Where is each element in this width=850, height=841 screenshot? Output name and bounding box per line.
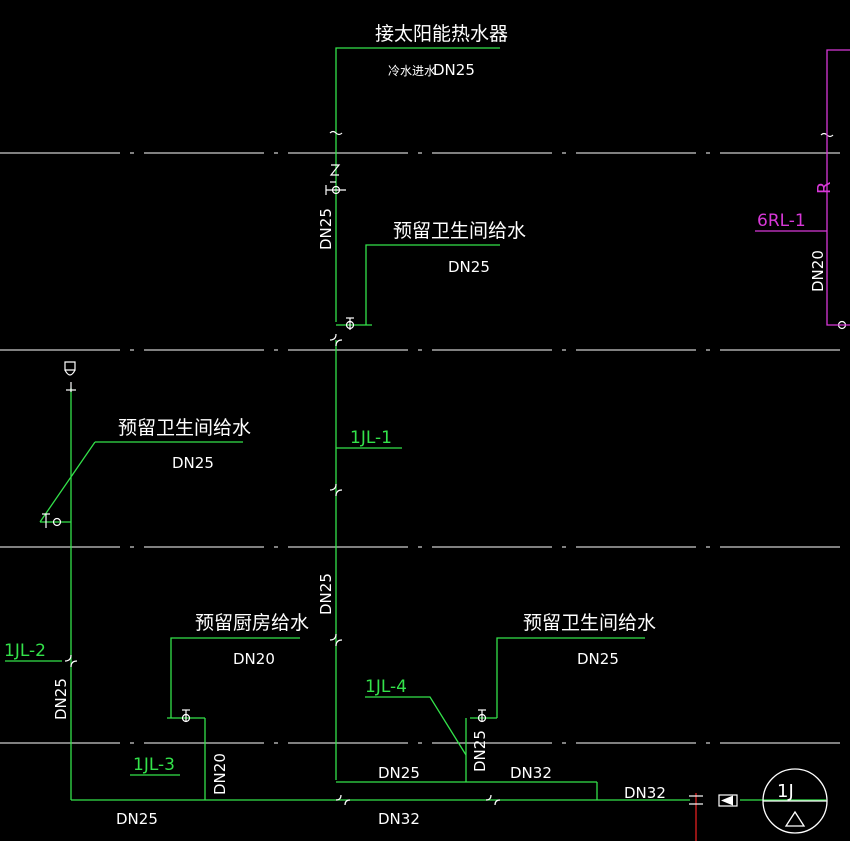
label-cold-water-inlet: 冷水进水 xyxy=(388,64,436,78)
label-pipe-dn32-mid: DN32 xyxy=(510,764,552,782)
joint-mark xyxy=(329,633,337,641)
joint-mark xyxy=(335,339,343,347)
kitchen-branch xyxy=(170,637,300,718)
joint-mark xyxy=(70,660,78,668)
meter-triangle-icon xyxy=(784,810,806,827)
label-bath-reserve-left-dn: DN25 xyxy=(172,454,214,472)
label-jl4: 1JL-4 xyxy=(365,677,407,697)
label-dn25-top: DN25 xyxy=(433,61,475,79)
label-bath-reserve-right: 预留卫生间给水 xyxy=(523,612,656,634)
joint-mark xyxy=(329,333,337,341)
label-pipe-dn32-bottom: DN32 xyxy=(378,810,420,828)
valve-kitchen xyxy=(181,709,191,723)
label-kitchen-reserve: 预留厨房给水 xyxy=(195,612,309,634)
joint-mark xyxy=(335,639,343,647)
label-meter-top: 1J xyxy=(777,781,794,802)
joint-mark xyxy=(494,799,501,806)
green-pipes xyxy=(5,47,826,801)
label-r-letter: R xyxy=(814,181,835,194)
jl4-leader xyxy=(365,696,467,756)
label-bath-reserve-top-dn: DN25 xyxy=(448,258,490,276)
floor-lines xyxy=(0,152,850,744)
label-rl-dn20: DN20 xyxy=(809,250,827,292)
hot-water-pipes xyxy=(755,49,850,326)
joint-mark xyxy=(335,489,343,497)
label-pipe-dn25-bottom: DN25 xyxy=(116,810,158,828)
label-kitchen-reserve-dn: DN20 xyxy=(233,650,275,668)
label-jl3-dn20: DN20 xyxy=(211,753,229,795)
label-pipe-dn32-right: DN32 xyxy=(624,784,666,802)
label-bath-reserve-right-dn: DN25 xyxy=(577,650,619,668)
pipe-joints xyxy=(64,130,834,806)
valves xyxy=(42,164,847,723)
label-bath-reserve-left: 预留卫生间给水 xyxy=(118,417,251,439)
tilde-mark xyxy=(329,130,343,136)
label-riser-left-dn25: DN25 xyxy=(317,208,335,250)
label-bath-reserve-top: 预留卫生间给水 xyxy=(393,220,526,242)
bath-branch-left-diagonal xyxy=(39,441,96,523)
joint-mark xyxy=(329,483,337,491)
valve-left-bath xyxy=(42,513,62,528)
hot-riser-rl xyxy=(826,49,850,326)
joint-mark xyxy=(335,794,342,801)
label-pipe-dn25-mid: DN25 xyxy=(378,764,420,782)
label-jl2: 1JL-2 xyxy=(4,641,46,661)
valve-left-top xyxy=(64,361,76,392)
check-valve-icon xyxy=(718,794,738,807)
valve-top-bath xyxy=(345,317,355,330)
label-left-riser-dn25: DN25 xyxy=(52,678,70,720)
joint-mark xyxy=(64,654,72,662)
solar-feed-pipe xyxy=(335,47,500,322)
bath-branch-top xyxy=(365,244,500,325)
valve-top-solar xyxy=(325,164,346,195)
text-labels: 接太阳能热水器 冷水进水 DN25 DN25 预留卫生间给水 DN25 6RL-… xyxy=(4,23,835,828)
entry-assembly xyxy=(689,768,828,841)
label-mid-riser-dn25: DN25 xyxy=(317,573,335,615)
bath-branch-right xyxy=(496,637,645,718)
label-solar-heater: 接太阳能热水器 xyxy=(375,23,508,45)
valve-right-bath xyxy=(477,709,487,723)
label-jl3: 1JL-3 xyxy=(133,755,175,775)
joint-mark xyxy=(344,799,351,806)
label-jl1: 1JL-1 xyxy=(350,428,392,448)
joint-mark xyxy=(485,794,492,801)
label-rl-tag: 6RL-1 xyxy=(757,211,806,231)
label-jl4-dn25: DN25 xyxy=(471,730,489,772)
